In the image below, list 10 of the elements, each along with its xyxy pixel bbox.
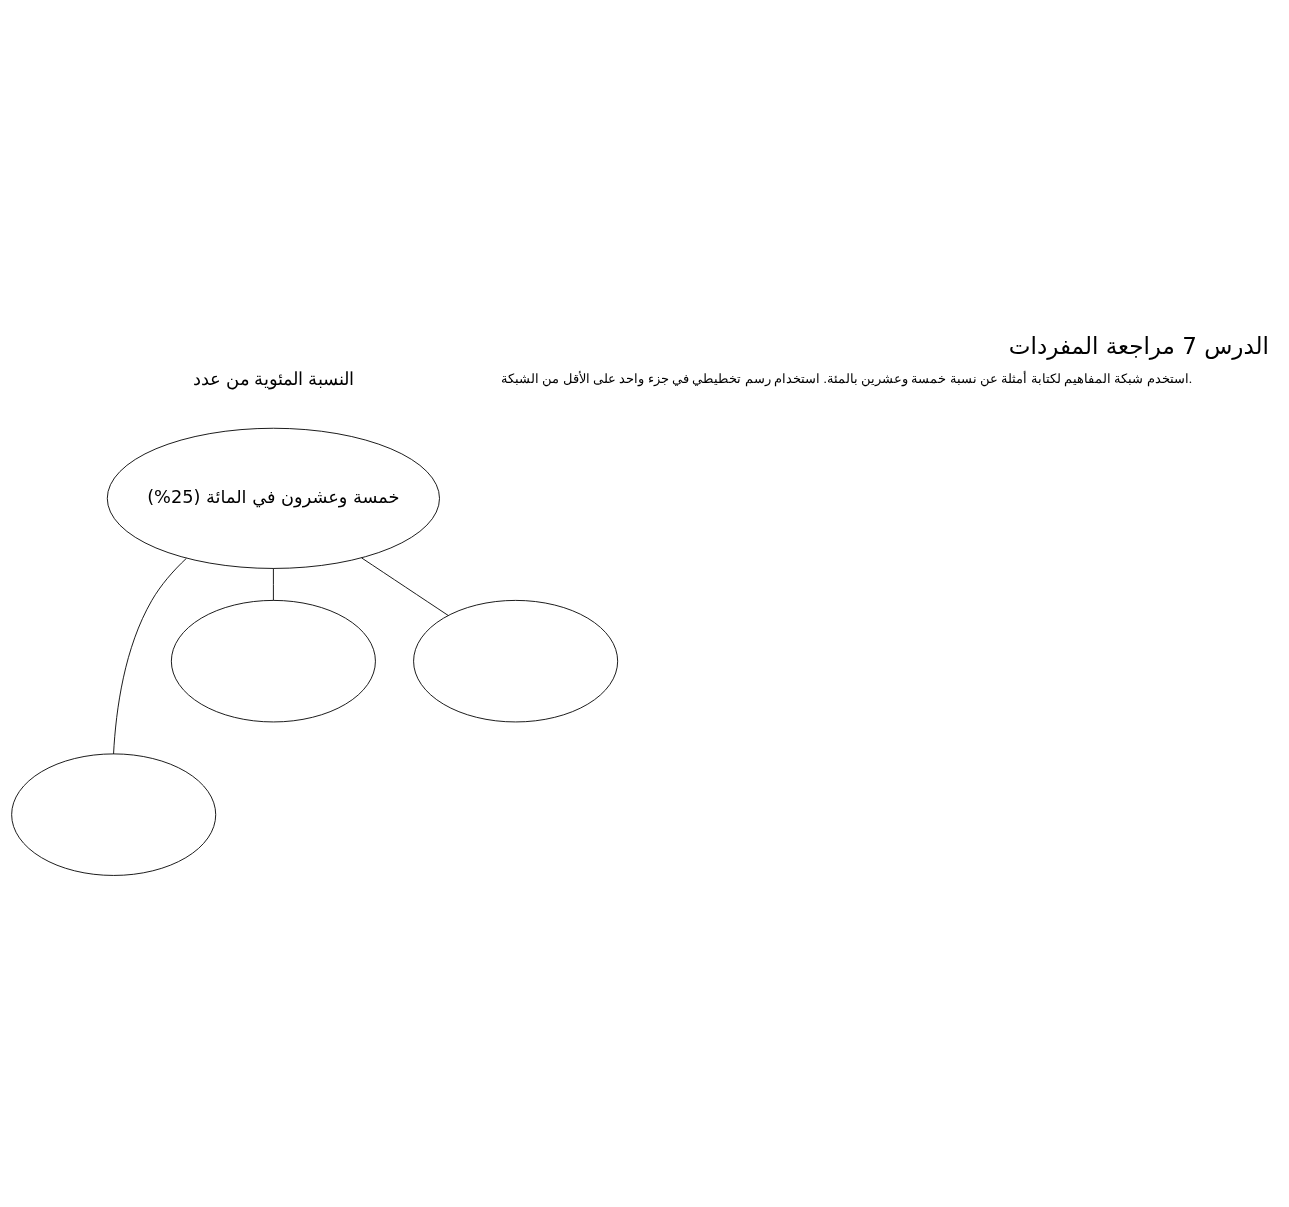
label: النسبة المئوية من عدد [193,368,354,389]
node-ellipse [413,599,619,723]
diagram-title: الدرس 7 مراجعة المفردات [1008,332,1269,359]
node-ellipse [11,753,217,876]
connector [113,557,187,755]
node-ellipse: خمسة وعشرون في المائة (25%) [106,427,440,569]
label: استخدم شبكة المفاهيم لكتابة أمثلة عن نسبة خمسة وعشرين بالمئة. استخدام رسم تخطيطي في جزء واحد على الأقل من الشبكة. [501,371,1192,387]
connector [272,568,274,601]
node-ellipse [170,599,376,723]
connector [361,557,449,616]
